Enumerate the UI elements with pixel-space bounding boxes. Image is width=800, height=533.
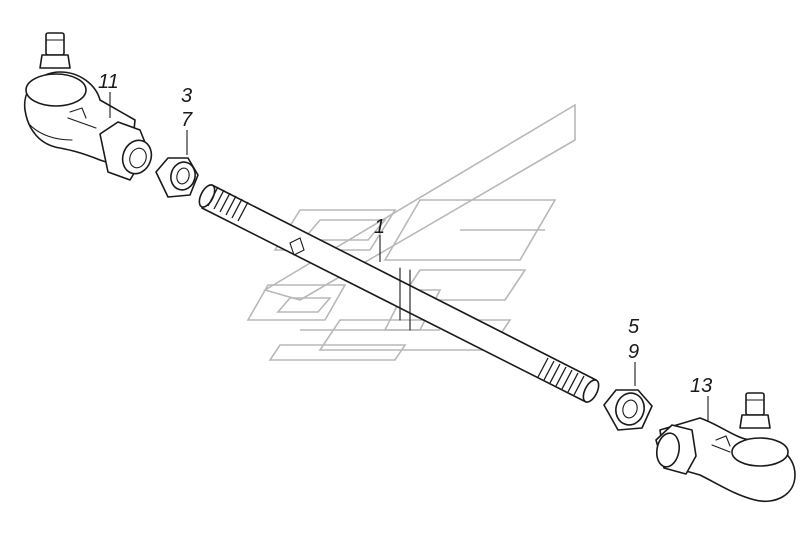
tie-rod: [198, 184, 600, 403]
rod-thread-right: [537, 357, 585, 396]
callout-nut-right-lower: 9: [628, 341, 639, 363]
leader-lines: [109, 92, 709, 422]
callout-nut-right-upper: 5: [628, 316, 640, 338]
tie-rod-end-left: [23, 32, 153, 181]
tie-rod-end-right: [655, 392, 796, 502]
callout-tie-end-left: 11: [98, 71, 119, 93]
rod-thread-left: [207, 186, 249, 222]
callout-rod: 1: [374, 216, 385, 238]
callout-tie-end-right: 13: [690, 375, 712, 397]
nut-right: [603, 389, 653, 431]
nut-left: [155, 157, 199, 198]
callout-nut-left-lower: 7: [181, 109, 193, 131]
callout-nut-left-upper: 3: [181, 85, 192, 107]
